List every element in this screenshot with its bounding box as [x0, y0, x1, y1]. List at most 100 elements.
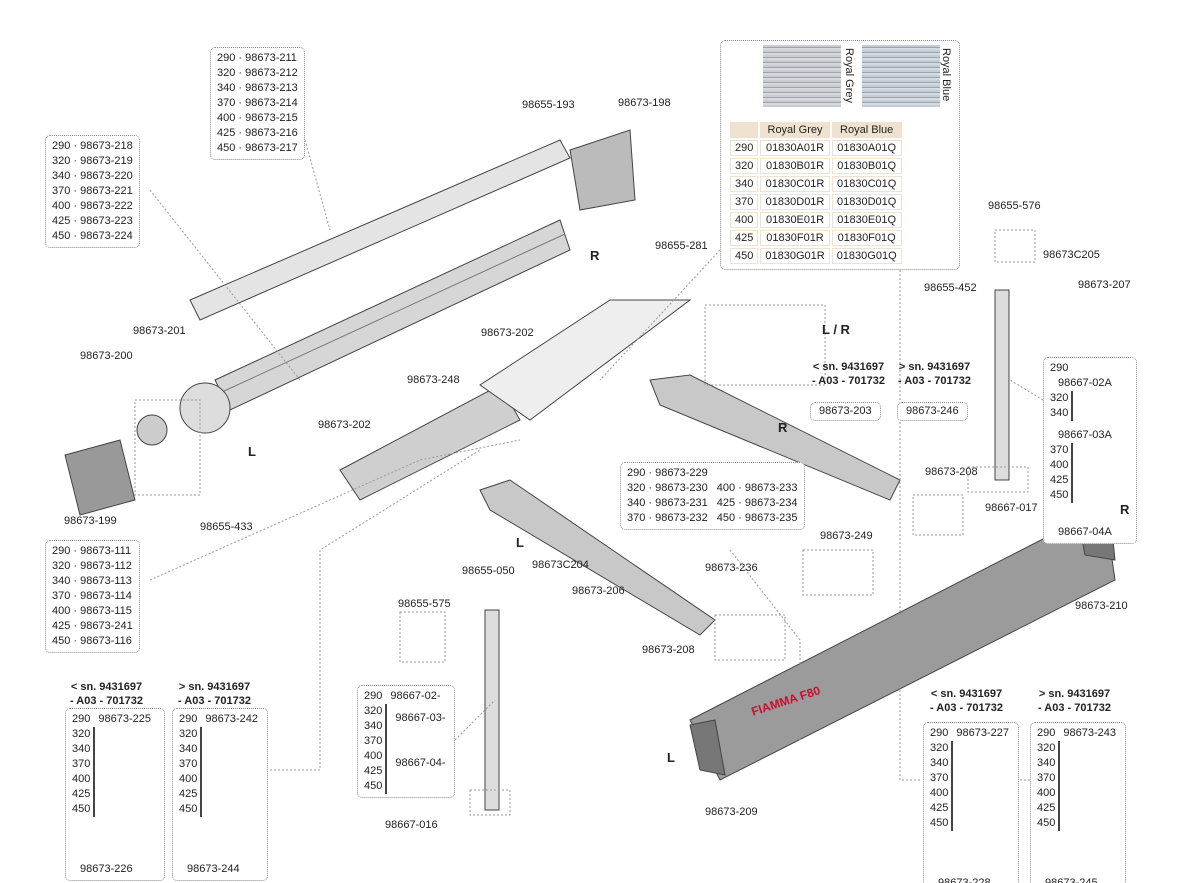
part-label: 98673-210 — [1075, 600, 1128, 612]
size-code: 340 · 98673-213 — [217, 82, 298, 94]
rail-sizes: 290 · 98673-218 320 · 98673-219 340 · 9867… — [45, 135, 140, 248]
end-piece-198 — [569, 129, 636, 211]
cell: 01830B01R — [760, 158, 830, 174]
cell: 01830D01R — [760, 194, 830, 210]
size-code: 450 · 98673-217 — [217, 142, 298, 154]
part-label: 98673-202 — [318, 419, 371, 431]
part-label: 98673-203 — [810, 402, 881, 421]
cell: 01830C01R — [760, 176, 830, 192]
cell: 01830E01Q — [831, 212, 902, 228]
cell: 290 — [730, 140, 759, 156]
case-end-left — [689, 719, 726, 776]
cell: 340 — [730, 176, 759, 192]
part-label: 98655-576 — [988, 200, 1041, 212]
swatch-label: Royal Grey — [843, 48, 855, 104]
part-label: 98673-208 — [642, 644, 695, 656]
size-code: 400 · 98673-115 — [52, 605, 132, 617]
size-code: 450 · 98673-224 — [52, 230, 133, 242]
part-label: 98673-202 — [481, 327, 534, 339]
part-label: 98673-206 — [572, 585, 625, 597]
cell: 01830G01Q — [831, 248, 902, 264]
swatch-label: Royal Blue — [940, 48, 952, 102]
size-code: 290 · 98673-229 — [627, 467, 708, 479]
side-marker: L / R — [822, 322, 850, 337]
part-label: 98655-281 — [655, 240, 708, 252]
size-code: 320 · 98673-212 — [217, 67, 298, 79]
serial-header-after: > sn. 9431697- A03 - 701732 — [1038, 688, 1111, 714]
cell: 01830A01Q — [831, 140, 902, 156]
size-code: 290 · 98673-211 — [217, 52, 297, 64]
part-label: 98673-209 — [705, 806, 758, 818]
size-code: 425 · 98673-241 — [52, 620, 133, 632]
part-label: 98673-246 — [897, 402, 968, 421]
part-label: 98673-208 — [925, 466, 978, 478]
side-marker: R — [1120, 502, 1130, 517]
serial-header-before: < sn. 9431697- A03 - 701732 — [930, 688, 1003, 714]
serial-header-before: < sn. 9431697- A03 - 701732 — [812, 361, 885, 387]
cell: 01830D01Q — [831, 194, 902, 210]
size-code: 370 · 98673-214 — [217, 97, 298, 109]
serial-header-before: < sn. 9431697- A03 - 701732 — [70, 681, 143, 707]
size-code: 340 · 98673-220 — [52, 170, 133, 182]
part-label: 98673-201 — [133, 325, 186, 337]
size-code: 320 · 98673-219 — [52, 155, 133, 167]
part-label: 98667-017 — [985, 502, 1038, 514]
end-cap-left — [64, 439, 136, 516]
cell: 450 — [730, 248, 759, 264]
serial-header-after: > sn. 9431697- A03 - 701732 — [178, 681, 251, 707]
cell: 01830F01Q — [831, 230, 902, 246]
cell: 01830A01R — [760, 140, 830, 156]
size-code: 400 · 98673-215 — [217, 112, 298, 124]
tube-sizes: 290 · 98673-111 320 · 98673-112 340 · 9867… — [45, 540, 140, 653]
side-marker: L — [248, 444, 256, 459]
arm-left — [479, 479, 716, 636]
part-label: 98673-198 — [618, 97, 671, 109]
size-code: 320 · 98673-112 — [52, 560, 132, 572]
part-label: 98655-575 — [398, 598, 451, 610]
serial-header-after: > sn. 9431697- A03 - 701732 — [898, 361, 971, 387]
part-label: 98673-249 — [820, 530, 873, 542]
part-label: 98673-199 — [64, 515, 117, 527]
size-code: 370 · 98673-114 — [52, 590, 132, 602]
size-code: 370 · 98673-232 — [627, 512, 708, 524]
part-label: 98655-433 — [200, 521, 253, 533]
size-code: 425 · 98673-223 — [52, 215, 133, 227]
cell: 01830E01R — [760, 212, 830, 228]
part-label: 98673-200 — [80, 350, 133, 362]
royal-grey-swatch — [763, 45, 841, 107]
size-code: 370 · 98673-221 — [52, 185, 133, 197]
cell: 01830B01Q — [831, 158, 902, 174]
spring-200 — [136, 414, 168, 446]
leg-left — [484, 609, 500, 811]
size-code: 340 · 98673-113 — [52, 575, 132, 587]
size-code: 340 · 98673-231 — [627, 497, 708, 509]
part-label: 98673C205 — [1043, 249, 1100, 261]
side-marker: R — [590, 248, 600, 263]
size-code: 450 · 98673-235 — [716, 512, 798, 524]
leg-right — [994, 289, 1010, 481]
part-label: 98673-236 — [705, 562, 758, 574]
cell: 400 — [730, 212, 759, 228]
size-code: 290 · 98673-111 — [52, 545, 132, 557]
cell: 01830F01R — [760, 230, 830, 246]
size-code: 320 · 98673-230 — [627, 482, 708, 494]
end-bracket-201 — [179, 382, 231, 434]
size-code: 400 · 98673-222 — [52, 200, 133, 212]
part-label: 98655-452 — [924, 282, 977, 294]
part-label: 98655-050 — [462, 565, 515, 577]
cell: 01830G01R — [760, 248, 830, 264]
cell: 01830C01Q — [831, 176, 902, 192]
size-code: 290 · 98673-218 — [52, 140, 133, 152]
